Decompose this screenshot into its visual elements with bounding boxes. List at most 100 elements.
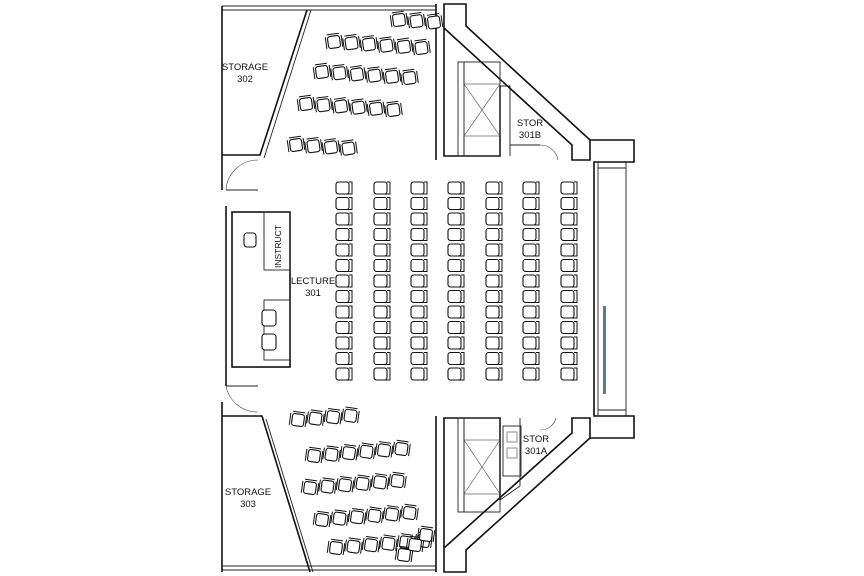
seat <box>288 410 308 428</box>
seat <box>382 67 402 84</box>
main-seating-block <box>335 181 578 381</box>
seat <box>560 243 578 257</box>
seat <box>522 243 540 257</box>
seat <box>447 181 465 195</box>
seat <box>560 212 578 226</box>
seat <box>447 274 465 288</box>
seat <box>324 32 344 50</box>
seat <box>373 196 391 211</box>
seat <box>335 258 353 273</box>
seat <box>447 305 465 319</box>
seat <box>335 351 353 366</box>
seat <box>485 212 503 226</box>
seat <box>361 535 381 553</box>
seat <box>382 505 402 522</box>
seat <box>410 305 428 319</box>
seat <box>300 478 320 496</box>
seat <box>323 407 343 425</box>
seat <box>389 10 409 28</box>
seat <box>365 66 384 83</box>
seat <box>410 181 428 195</box>
seat <box>296 94 316 112</box>
seat <box>522 305 540 319</box>
seat <box>326 538 346 556</box>
storage-302-number: 302 <box>237 74 253 85</box>
seat <box>373 305 391 319</box>
seat <box>485 289 503 304</box>
seat <box>318 477 337 494</box>
seat <box>373 227 391 242</box>
seat <box>335 243 353 257</box>
seat <box>407 11 426 29</box>
upper-service-area <box>443 28 559 161</box>
seat <box>560 258 578 273</box>
seat <box>447 289 465 304</box>
seat <box>447 351 465 366</box>
stor-301b-name: STOR <box>517 118 543 129</box>
seat <box>410 274 428 288</box>
seat <box>485 227 503 242</box>
seat <box>447 320 465 335</box>
seat <box>410 258 428 273</box>
seat <box>373 336 391 350</box>
seat <box>331 97 351 114</box>
seat <box>377 36 396 53</box>
seat <box>410 351 428 366</box>
seat <box>485 258 503 273</box>
seat <box>335 212 353 226</box>
seat <box>522 181 540 195</box>
seat <box>359 35 379 52</box>
seat <box>522 289 540 304</box>
seat <box>485 305 503 319</box>
seat <box>373 181 391 195</box>
seat <box>447 258 465 273</box>
lower-wing-seating <box>288 406 436 563</box>
seat <box>522 320 540 335</box>
upper-wing-seating <box>286 10 444 156</box>
seat <box>373 367 391 381</box>
seat <box>522 196 540 211</box>
seat <box>373 274 391 288</box>
seat <box>560 305 578 319</box>
seat <box>388 471 407 489</box>
seat <box>339 139 358 156</box>
seat <box>304 136 323 154</box>
seat <box>314 95 333 113</box>
seat <box>373 243 391 257</box>
seat <box>335 196 353 211</box>
seat <box>335 320 353 335</box>
seat <box>357 442 376 459</box>
seat <box>522 227 540 242</box>
seat <box>485 243 503 257</box>
seat <box>447 196 465 211</box>
seat <box>485 274 503 288</box>
seat <box>410 227 428 242</box>
seat <box>560 289 578 304</box>
seat <box>405 535 425 553</box>
seat <box>335 181 353 195</box>
seat <box>335 336 353 350</box>
seat <box>447 243 465 257</box>
seat <box>335 274 353 288</box>
seat <box>485 351 503 366</box>
seat <box>330 63 349 81</box>
seat <box>560 351 578 366</box>
stor-301b-number: 301B <box>519 130 541 141</box>
seat <box>522 258 540 273</box>
seat <box>522 351 540 366</box>
instructor-station: INSTRUCT <box>231 211 291 368</box>
seat <box>321 138 341 155</box>
seat <box>560 196 578 211</box>
seat <box>410 336 428 350</box>
seat <box>335 289 353 304</box>
stor-301a-number: 301A <box>525 446 548 457</box>
seat <box>560 320 578 335</box>
seat <box>335 305 353 319</box>
storage-303-number: 303 <box>240 499 256 510</box>
seat <box>347 507 367 525</box>
seat <box>286 135 306 153</box>
seat <box>312 62 332 80</box>
seat <box>485 181 503 195</box>
instructor-label: INSTRUCT <box>273 225 283 268</box>
seat <box>410 212 428 226</box>
